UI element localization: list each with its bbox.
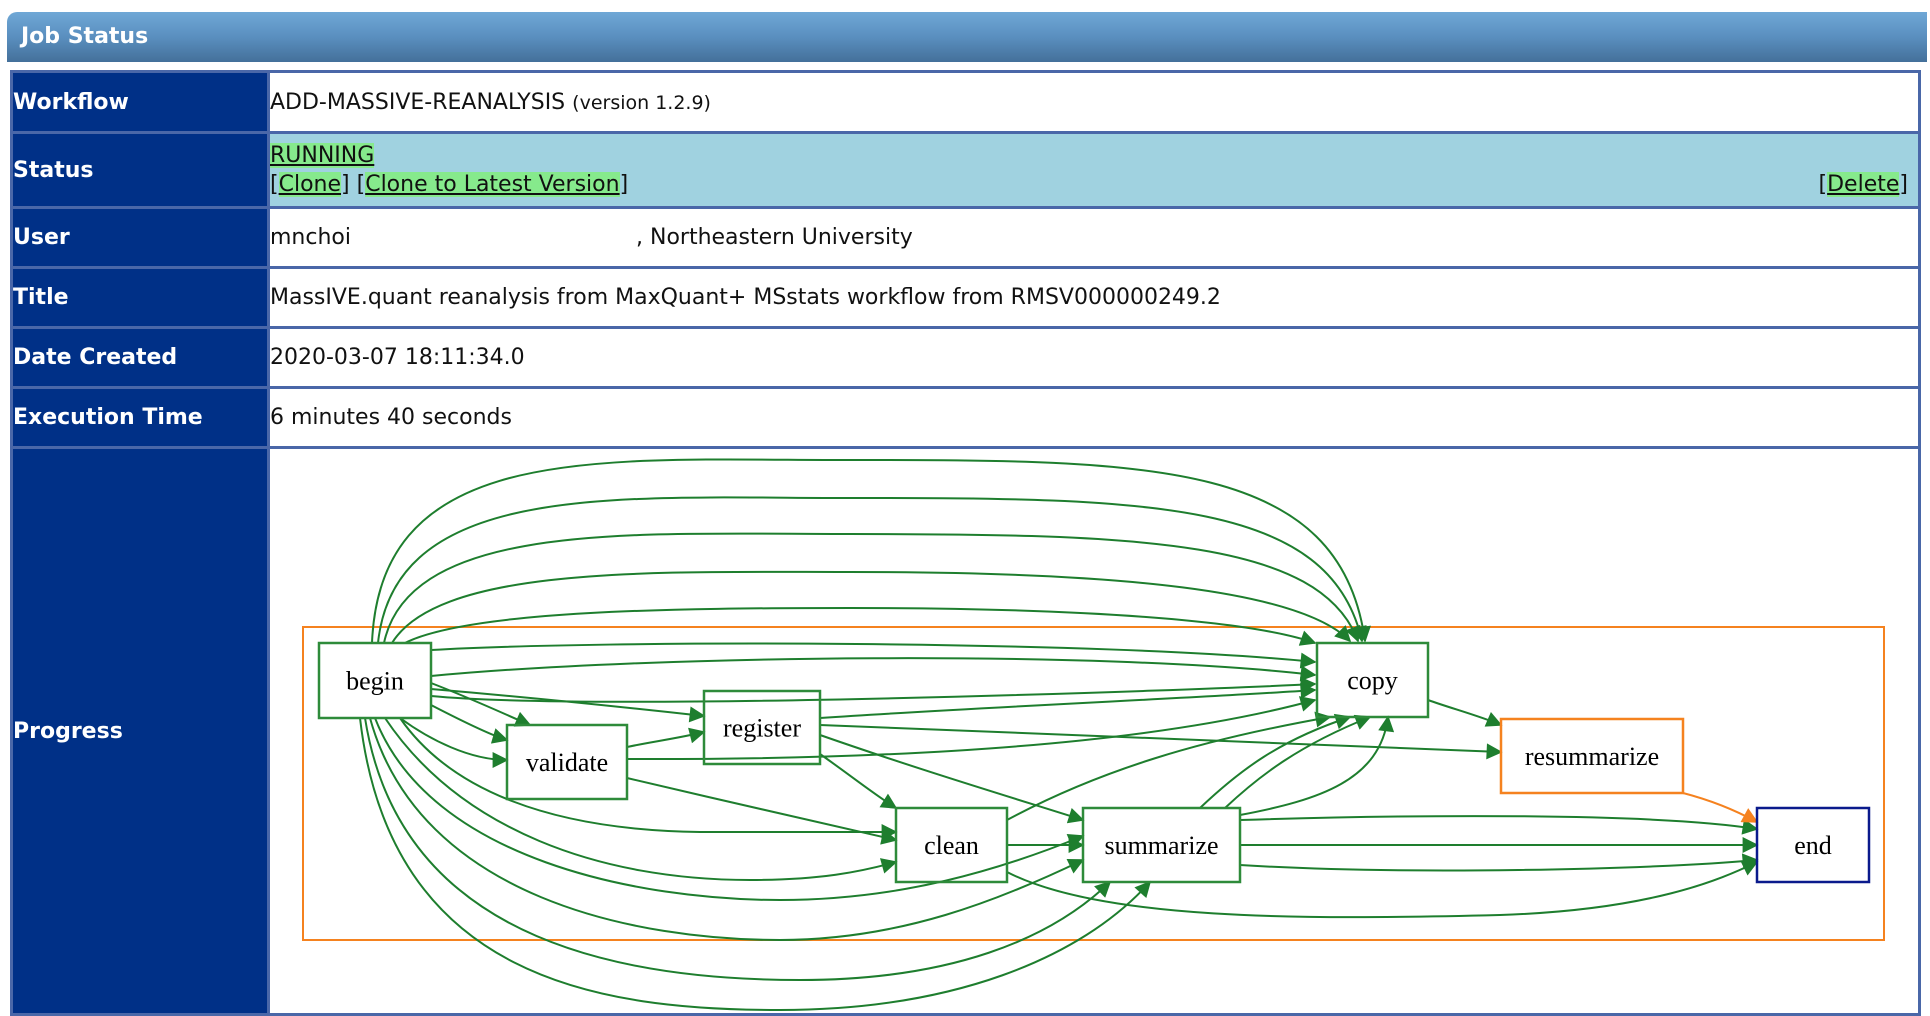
label-status: Status (10, 131, 270, 209)
row-title: Title MassIVE.quant reanalysis from MaxQ… (10, 266, 1921, 329)
label-execution-time: Execution Time (10, 386, 270, 449)
node-register[interactable]: register (702, 689, 822, 766)
row-workflow: Workflow ADD-MASSIVE-REANALYSIS (version… (10, 70, 1921, 134)
status-running-link[interactable]: RUNNING (270, 143, 375, 168)
workflow-name: ADD-MASSIVE-REANALYSIS (270, 89, 566, 115)
node-copy[interactable]: copy (1315, 641, 1430, 719)
row-status: Status RUNNING [Clone] [Clone to Latest … (10, 131, 1921, 209)
node-box-validate[interactable] (505, 723, 629, 801)
node-box-clean[interactable] (894, 806, 1009, 884)
node-end[interactable]: end (1755, 806, 1871, 884)
clone-latest-version-link[interactable]: Clone to Latest Version (365, 172, 620, 197)
bracket: ] (1899, 172, 1908, 197)
bracket: ] (341, 172, 350, 197)
label-user: User (10, 206, 270, 269)
value-user: mnchoi , Northeastern University (267, 206, 1921, 269)
value-workflow: ADD-MASSIVE-REANALYSIS (version 1.2.9) (267, 70, 1921, 134)
row-user: User mnchoi , Northeastern University (10, 206, 1921, 269)
section-title: Job Status (21, 24, 149, 49)
username: mnchoi (270, 225, 351, 250)
value-title: MassIVE.quant reanalysis from MaxQuant+ … (267, 266, 1921, 329)
bracket: [ (356, 172, 366, 197)
node-clean[interactable]: clean (894, 806, 1009, 884)
workflow-version: (version 1.2.9) (572, 91, 711, 114)
clone-link[interactable]: Clone (278, 172, 342, 197)
node-summarize[interactable]: summarize (1081, 806, 1242, 884)
row-date-created: Date Created 2020-03-07 18:11:34.0 (10, 326, 1921, 389)
value-date-created: 2020-03-07 18:11:34.0 (267, 326, 1921, 389)
node-box-begin[interactable] (317, 641, 433, 720)
node-validate[interactable]: validate (505, 723, 629, 801)
section-header: Job Status (7, 12, 1927, 62)
node-box-end[interactable] (1755, 806, 1871, 884)
node-resummarize[interactable]: resummarize (1499, 717, 1685, 795)
value-status: RUNNING [Clone] [Clone to Latest Version… (267, 131, 1921, 209)
bracket: [ (270, 172, 279, 197)
label-workflow: Workflow (10, 70, 270, 134)
node-box-register[interactable] (702, 689, 822, 766)
node-box-resummarize[interactable] (1499, 717, 1685, 795)
bracket: [ (1818, 172, 1828, 197)
affiliation: , Northeastern University (636, 225, 913, 250)
row-execution-time: Execution Time 6 minutes 40 seconds (10, 386, 1921, 449)
node-box-summarize[interactable] (1081, 806, 1242, 884)
delete-link[interactable]: Delete (1827, 172, 1900, 197)
node-box-copy[interactable] (1315, 641, 1430, 719)
bracket: ] (619, 172, 629, 197)
label-date-created: Date Created (10, 326, 270, 389)
label-progress: Progress (10, 446, 270, 1016)
label-title: Title (10, 266, 270, 329)
node-begin[interactable]: begin (317, 641, 433, 720)
value-execution-time: 6 minutes 40 seconds (267, 386, 1921, 449)
